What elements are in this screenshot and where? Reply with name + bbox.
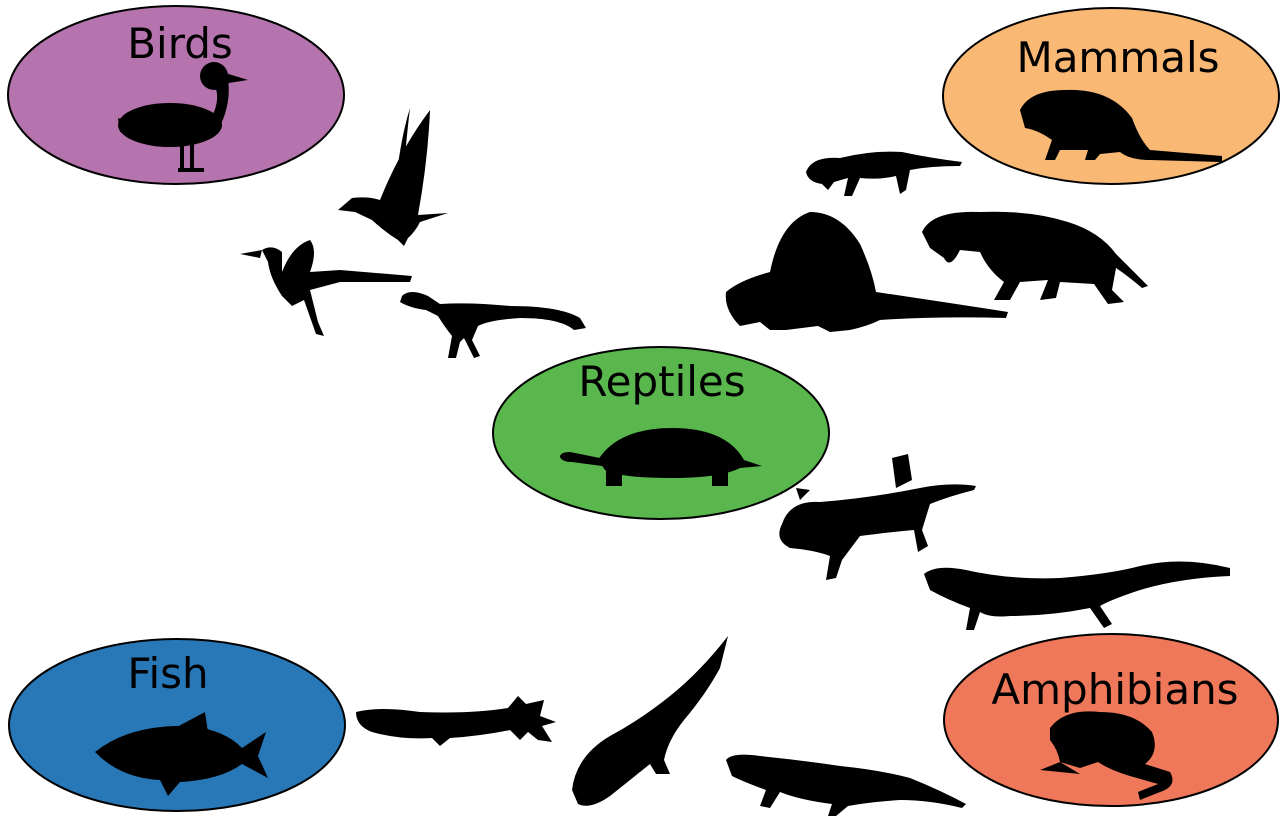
tiktaalik-icon [572,636,728,806]
amphibians-group: Amphibians [944,634,1278,806]
birds-label: Birds [127,19,233,68]
reptiles-label: Reptiles [578,357,745,406]
fish-group: Fish [9,639,345,811]
mammals-label: Mammals [1016,33,1219,82]
birds-group: Birds [8,6,344,184]
lobe-finned-fish-icon [356,696,556,746]
flying-bird-icon [338,108,448,246]
ichthyostega-icon [726,755,966,816]
cynodont-icon [806,152,962,196]
fish-label: Fish [127,649,208,698]
amphibians-label: Amphibians [991,665,1238,714]
salamander-icon [924,561,1230,630]
theropod-dinosaur-icon [400,292,586,358]
mammals-group: Mammals [943,8,1279,184]
archaeopteryx-icon [240,240,412,336]
reptiles-group: Reptiles [493,347,829,519]
gorgonopsid-icon [922,212,1148,304]
